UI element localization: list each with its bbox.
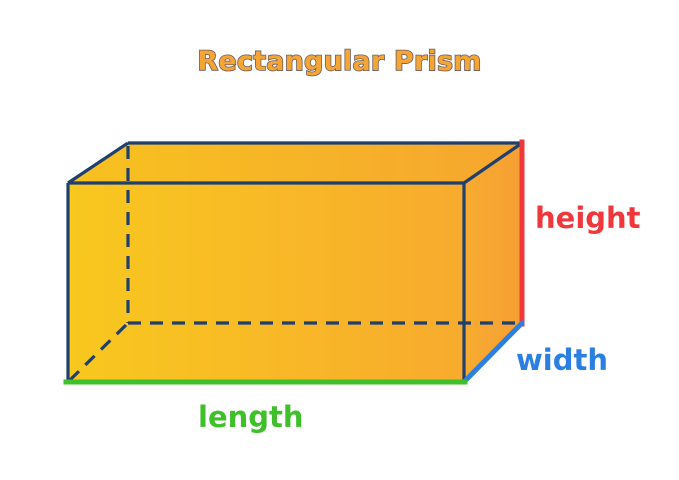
edge-top-right-depth	[463, 141, 523, 185]
width-label: width	[516, 343, 608, 377]
prism-top-face	[68, 143, 522, 183]
hidden-edges	[68, 146, 520, 382]
length-label: length	[198, 400, 304, 434]
edge-top-left-depth	[67, 141, 129, 185]
width-edge	[461, 320, 525, 385]
height-label: height	[535, 201, 641, 235]
diagram-title: Rectangular Prism	[197, 45, 483, 78]
prism-front-face	[68, 183, 464, 382]
visible-edges	[66, 141, 523, 382]
